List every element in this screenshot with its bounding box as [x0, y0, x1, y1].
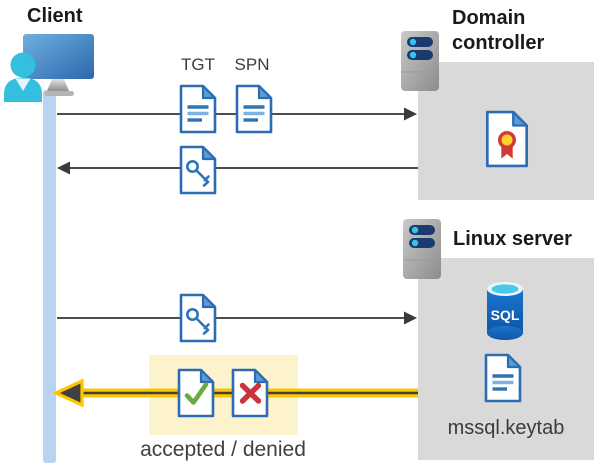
domain-controller-server-icon [400, 30, 440, 92]
tgt-document-icon [178, 84, 218, 134]
denied-document-icon [230, 368, 270, 418]
linux-server-icon [402, 218, 442, 280]
keytab-label: mssql.keytab [447, 417, 565, 439]
tgt-label: TGT [181, 55, 215, 74]
result-label: accepted / denied [140, 438, 306, 461]
client-title: Client [27, 5, 83, 27]
ticket-key-document-icon [178, 145, 218, 195]
client-timeline-bar [43, 90, 56, 463]
certificate-document-icon [485, 110, 529, 168]
sql-cylinder-label: SQL [491, 307, 520, 323]
spn-label: SPN [234, 55, 270, 74]
keytab-document-icon [483, 353, 523, 403]
arrow-request-tickets [57, 107, 417, 121]
domain-controller-title: Domain controller [452, 7, 545, 54]
spn-document-icon [234, 84, 274, 134]
sql-database-icon: SQL [487, 282, 523, 340]
user-at-monitor-icon [4, 34, 94, 102]
accepted-document-icon [176, 368, 216, 418]
linux-server-title: Linux server [453, 228, 572, 250]
arrow-present-ticket [57, 311, 417, 325]
arrow-return-ticket [57, 161, 418, 175]
ticket-key-document-icon [178, 293, 218, 343]
